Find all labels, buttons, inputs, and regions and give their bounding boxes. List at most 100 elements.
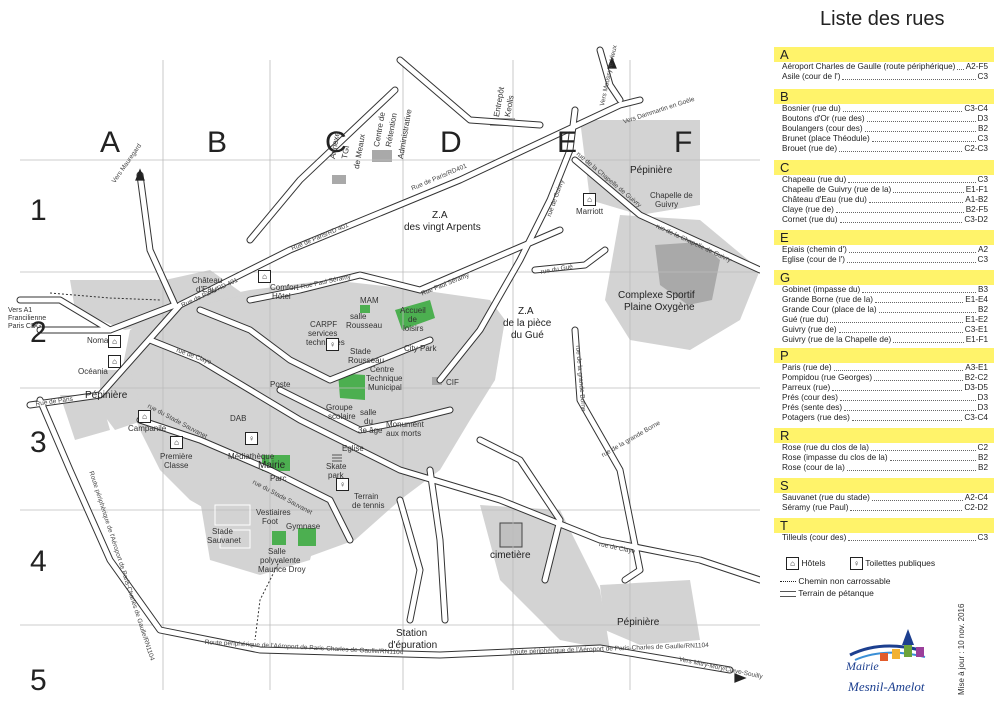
leader-dots [848,175,976,183]
label-nomad: Nomad [87,336,113,345]
street-section-letter: P [774,348,994,363]
football-field-1 [214,504,251,526]
label-za-arpents-name: des vingt Arpents [404,222,481,233]
grid-code: C3 [977,533,988,542]
street-entry: Gué (rue du)E1-E2 [774,315,994,325]
hotel-icon: ⌂ [786,557,799,570]
row-number-1: 1 [30,194,47,227]
label-salle-rousseau-1: salle [350,312,367,321]
street-section-letter: A [774,47,994,62]
label-za-gue-name-2: du Gué [511,330,544,341]
street-name: Château d'Eau (rue du) [782,195,867,204]
label-mam: MAM [360,296,379,305]
built-area-north [165,270,245,305]
column-letter-f: F [674,126,693,159]
label-mairie: Mairie [258,460,286,471]
label-ctm-3: Municipal [368,383,402,392]
label-francilienne: Francilienne [8,315,47,322]
update-note: Mise à jour : 10 nov. 2016 [957,603,966,695]
street-entry: Parreux (rue)D3-D5 [774,383,994,393]
arrow-moussy [607,56,617,69]
grid-code: C3 [977,175,988,184]
green-salle-poly [272,531,286,545]
leader-dots [889,453,976,461]
leader-dots [862,285,976,293]
grid-code: E1-E4 [965,295,988,304]
street-name: Paris (rue de) [782,363,832,372]
label-cimetiere: cimetière [490,550,531,561]
label-skate-2: park [328,471,344,480]
label-pepiniere-w: Pépinière [85,390,128,401]
label-carpf-3: techniques [306,338,345,347]
label-station-epuration: d'épuration [388,640,438,651]
street-entry: Sauvanet (rue du stade)A2-C4 [774,493,994,503]
grid-code: C3-D2 [964,215,988,224]
grid-code: A2 [977,245,988,254]
street-section-letter: T [774,518,994,533]
leader-dots [839,393,976,401]
leader-dots [893,185,964,193]
label-vers-a1: Vers A1 [8,307,33,314]
key-hotels-label: Hôtels [801,557,826,568]
leader-dots [842,104,963,112]
street-name: Chapeau (rue du) [782,175,847,184]
logo-line-1: Mairie [846,659,879,673]
leader-dots [833,363,964,371]
grid-code: D3 [977,403,988,412]
row-number-3: 3 [30,426,47,459]
street-name: Parreux (rue) [782,383,831,392]
grid-code: B2 [977,463,988,472]
grid-code: C2-D2 [964,503,988,512]
grid-code: B3 [977,285,988,294]
label-vestiaires-foot: Foot [262,517,279,526]
street-name: Gobinet (impasse du) [782,285,861,294]
street-name: Grande Borne (rue de la) [782,295,874,304]
street-name: Cornet (rue du) [782,215,838,224]
label-carpf-2: services [308,329,338,338]
green-accueil [395,300,435,330]
petanque-icon [780,590,796,597]
leader-dots [893,335,964,343]
grid-code: A2-F5 [965,62,988,71]
street-entry: Rose (rue du clos de la)C2 [774,443,994,453]
street-entry: Cornet (rue du) C3-D2 [774,215,994,225]
leader-dots [864,124,976,132]
street-name: Guivry (rue de la Chapelle de) [782,335,892,344]
leader-dots [848,245,976,253]
grid-code: C2 [977,443,988,452]
leader-dots [830,315,964,323]
label-ctm-2: Technique [366,374,403,383]
label-chapelle: Chapelle de [650,191,693,200]
street-name: Brouet (rue de) [782,144,838,153]
hotel-icon: ⌂ [583,193,596,206]
street-section-letter: C [774,160,994,175]
label-groupe-scolaire-2: scolaire [328,412,356,421]
built-area-sports-south [200,500,320,575]
toilets-icon: ♀ [850,557,863,570]
street-name: Bosnier (rue du) [782,104,841,113]
label-parc: Parc [270,474,287,483]
street-entry: Chapelle de Guivry (rue de la)E1-F1 [774,185,994,195]
label-za-gue: Z.A [518,306,534,317]
street-entry: Bosnier (rue du)C3-C4 [774,104,994,114]
street-entry: Eglise (cour de l')C3 [774,255,994,265]
label-poste: Poste [270,380,291,389]
street-section-letter: R [774,428,994,443]
label-tennis-2: de tennis [352,501,385,510]
street-entry: Guivry (rue de la Chapelle de)E1-F1 [774,335,994,345]
grid-code: B2 [977,124,988,133]
label-pepiniere-se: Pépinière [617,617,660,628]
grid-code: B2-F5 [965,205,988,214]
street-entry: Potagers (rue des)C3-C4 [774,413,994,423]
street-entry: Gobinet (impasse du) B3 [774,285,994,295]
dirt-paths [49,292,281,641]
grid-code: D3 [977,114,988,123]
street-entry: Claye (rue de)B2-F5 [774,205,994,215]
label-pepiniere-ne: Pépinière [630,165,673,176]
street-name: Séramy (rue Paul) [782,503,849,512]
street-entry: Paris (rue de)A3-E1 [774,363,994,373]
